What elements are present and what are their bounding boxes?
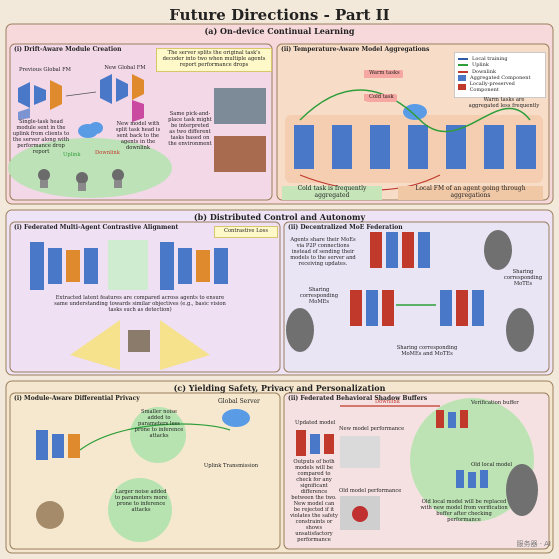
b2-model-top: [370, 232, 430, 268]
a1-downlink-label: Downlink: [95, 150, 120, 156]
legend-uplink: Uplink: [472, 62, 489, 69]
a2-cold-note: Cold task is frequently aggregated: [282, 185, 382, 200]
previous-fm-graphic: [18, 80, 62, 120]
a1-right-note: Same pick-and-place task might be interp…: [168, 111, 212, 147]
a2-title: (ii) Temperature-Aware Model Aggregation…: [281, 46, 430, 53]
a2-model-sequence: [294, 125, 536, 169]
b2-model-right: [440, 290, 484, 326]
a2-warm-note: Warm tasks are aggregated less frequentl…: [468, 97, 540, 109]
c1-large-noise-zone: [108, 478, 172, 542]
c2-new-perf-image: [340, 436, 380, 468]
c2-new-perf-label: New model performance: [339, 426, 405, 432]
panel-b2: [283, 221, 550, 373]
legend-local-training: Local training: [472, 56, 508, 62]
new-fm-graphic: [100, 74, 144, 122]
a2-warm-tasks: Warm tasks: [366, 70, 403, 78]
b1-camera-beam-left: [70, 320, 120, 370]
b1-shared-space: [108, 240, 148, 290]
a1-left-note: Single-task head module sent in the upli…: [12, 119, 70, 155]
b1-title: (i) Federated Multi-Agent Contrastive Al…: [14, 224, 179, 231]
a2-local-note: Local FM of an agent going through aggre…: [398, 185, 543, 200]
b1-note: Extracted latent features are compared a…: [54, 295, 226, 313]
a1-new-fm-label: New Global FM: [104, 65, 146, 71]
a1-top-note: The server splits the original task's de…: [156, 48, 272, 72]
a2-legend: Local training Uplink Downlink Aggregate…: [454, 52, 546, 98]
c1-large-noise-note: Larger noise added to parameters more pr…: [114, 489, 168, 513]
watermark: 服务器 · AI: [516, 540, 551, 548]
a1-green-zone: [8, 138, 172, 198]
b2-right-share: Sharing corresponding MoTEs: [503, 269, 543, 287]
panel-c1: [9, 392, 281, 550]
legend-locally-preserved: Locally-preserved Component: [469, 81, 515, 94]
a1-title: (i) Drift-Aware Module Creation: [14, 46, 122, 53]
c2-right-note: Old local model will be replaced with ne…: [420, 499, 508, 523]
b1-model-left: [30, 242, 98, 290]
c2-updated-model: [296, 430, 334, 456]
b2-left-share: Sharing corresponding MoMEs: [299, 287, 339, 305]
section-a-title: (a) On-device Continual Learning: [204, 26, 355, 36]
c1-uplink-path: [79, 423, 231, 451]
b1-camera-beam-right: [160, 320, 210, 370]
legend-aggregated: Aggregated Component: [470, 74, 531, 81]
a1-arrow: [65, 91, 97, 97]
a2-uplink-curve: [299, 89, 531, 133]
c1-cloud-icon: [222, 409, 250, 427]
section-c-title: (c) Yielding Safety, Privacy and Persona…: [173, 383, 386, 393]
a1-uplink-label: Uplink: [63, 152, 81, 158]
page-title: Future Directions - Part II: [169, 6, 390, 24]
a1-robot-icons: [38, 169, 124, 191]
b2-robot-icons: [286, 230, 534, 352]
c2-apple-icon: [352, 506, 368, 522]
b1-contrastive-label: Contrastive Loss: [214, 226, 278, 238]
a1-photo-factory: [214, 88, 266, 124]
c2-old-perf-label: Old model performance: [339, 488, 402, 494]
c2-old-model: [456, 470, 488, 488]
c1-title: (i) Module-Aware Differential Privacy: [14, 395, 140, 402]
c2-title: (ii) Federated Behavioral Shadow Buffers: [288, 395, 428, 402]
c2-verification-model: [436, 410, 468, 428]
c1-small-noise-zone: [130, 407, 186, 463]
c2-left-note: Outputs of both models will be compared …: [290, 459, 338, 543]
b2-bottom-share: Sharing corresponding MoMEs and MoTEs: [396, 345, 458, 357]
b2-model-left: [350, 290, 394, 326]
a1-previous-fm-label: Previous Global FM: [19, 67, 71, 73]
a2-cold-task: Cold task: [366, 94, 397, 102]
c1-small-noise-note: Smaller noise added to parameters less p…: [134, 409, 184, 439]
c2-robot-icon: [506, 464, 538, 516]
c2-verification-label: Verification buffer: [471, 400, 519, 406]
c2-green-zone: [410, 398, 534, 522]
legend-downlink: Downlink: [472, 68, 496, 75]
a1-photo-workshop: [214, 136, 266, 172]
c2-downlink-label: Downlink: [375, 399, 400, 405]
c2-old-local-label: Old local model: [471, 462, 513, 468]
c2-updated-model-label: Updated model: [295, 420, 336, 426]
c1-model-graphic: [36, 430, 80, 460]
b2-title: (ii) Decentralized MoE Federation: [288, 224, 403, 231]
b2-top-note: Agents share their MoEs via P2P connecti…: [290, 237, 356, 267]
b1-books-icon: [128, 330, 150, 352]
a2-cloud-icon: [403, 104, 427, 120]
c1-global-server: Global Server: [218, 398, 260, 405]
c1-uplink-label: Uplink Transmission: [203, 463, 259, 469]
a1-mid-note: New model with split task head is sent b…: [115, 121, 161, 151]
c1-robot-icon: [36, 501, 64, 529]
b1-model-right: [160, 242, 228, 290]
section-b-title: (b) Distributed Control and Autonomy: [193, 212, 366, 222]
a1-cloud-icon: [78, 122, 103, 138]
